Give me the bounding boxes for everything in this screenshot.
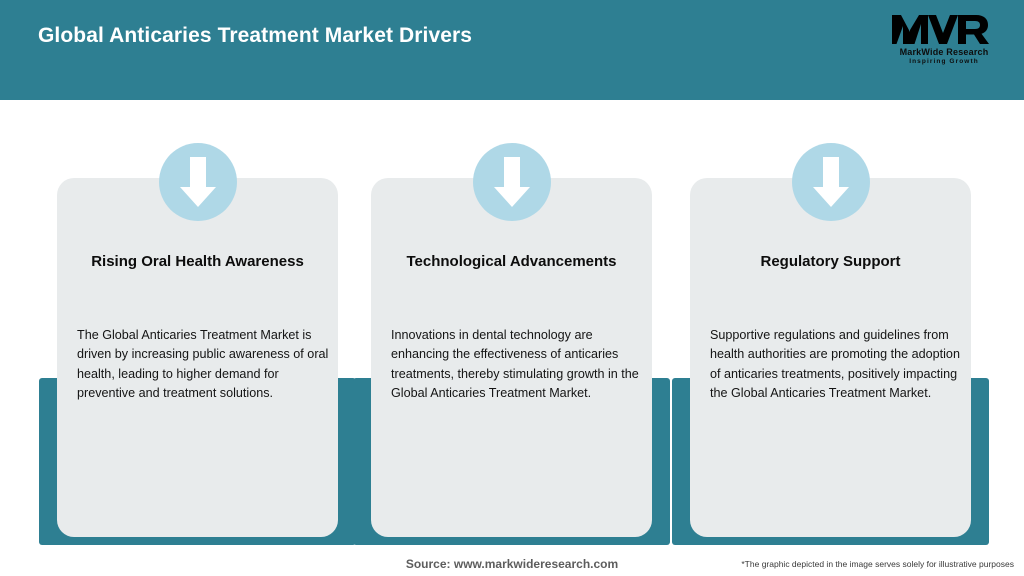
card-body-text: Innovations in dental technology are enh… xyxy=(391,328,639,401)
card-heading: Rising Oral Health Awareness xyxy=(91,253,304,270)
page-title: Global Anticaries Treatment Market Drive… xyxy=(38,24,473,47)
card-body-text: Supportive regulations and guidelines fr… xyxy=(710,328,960,401)
card-body-text: The Global Anticaries Treatment Market i… xyxy=(77,328,329,401)
footer-disclaimer-label: *The graphic depicted in the image serve… xyxy=(741,559,1014,569)
arrow-down-icon xyxy=(791,143,870,221)
logo-tagline: Inspiring Growth xyxy=(909,58,979,65)
mwr-logo-icon xyxy=(890,12,998,46)
driver-card[interactable]: Technological Advancements Innovations i… xyxy=(353,143,670,545)
card-panel: Technological Advancements Innovations i… xyxy=(371,143,652,537)
footer-source-label: Source: www.markwideresearch.com xyxy=(405,557,619,571)
card-panel: Regulatory Support Supportive regulation… xyxy=(690,143,971,537)
card-heading: Technological Advancements xyxy=(406,253,617,270)
header-bar xyxy=(0,0,1024,100)
arrow-down-icon xyxy=(472,143,551,221)
driver-card[interactable]: Rising Oral Health Awareness The Global … xyxy=(39,143,356,545)
brand-logo: MarkWide Research Inspiring Growth xyxy=(890,12,998,74)
driver-card[interactable]: Regulatory Support Supportive regulation… xyxy=(672,143,989,545)
card-panel: Rising Oral Health Awareness The Global … xyxy=(57,143,338,537)
arrow-down-icon xyxy=(158,143,237,221)
logo-company-name: MarkWide Research xyxy=(899,47,989,57)
card-heading: Regulatory Support xyxy=(760,253,901,270)
